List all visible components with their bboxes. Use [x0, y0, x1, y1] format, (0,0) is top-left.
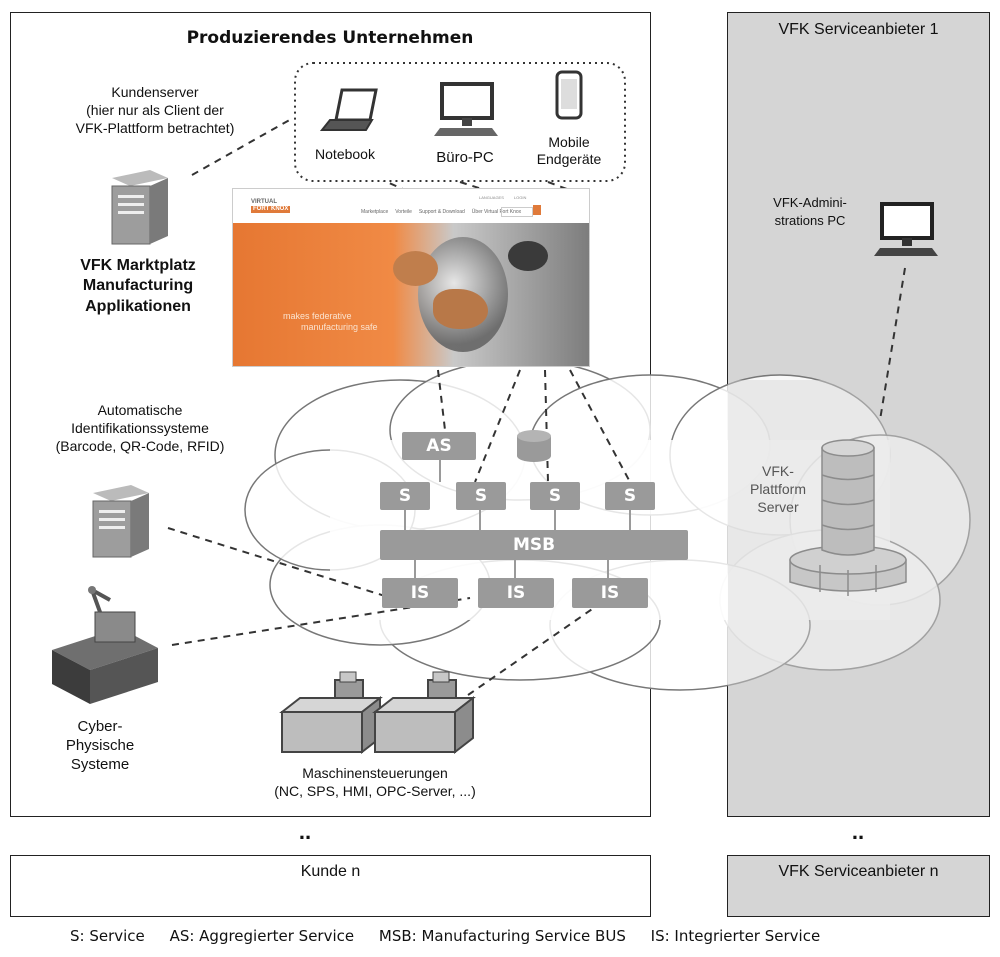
tagline-line-1: makes federative — [283, 311, 352, 321]
notebook-label: Notebook — [315, 146, 375, 162]
ellipsis-right: .. — [851, 819, 865, 844]
enterprise-title: Produzierendes Unternehmen — [186, 28, 474, 48]
notebook-icon — [319, 88, 378, 131]
logo-line-2: FORT KNOX — [251, 206, 291, 213]
customer-n-panel — [10, 855, 651, 917]
nav-vorteile[interactable]: Vorteile — [395, 209, 412, 215]
provider-title: VFK Serviceanbieter 1 — [778, 21, 939, 38]
platform-server-label: VFK- Plattform Server — [749, 463, 806, 516]
msb-bus-box: MSB — [380, 530, 688, 560]
tagline-line-2: manufacturing safe — [301, 322, 378, 332]
legend-integrated: IS: Integrierter Service — [650, 927, 821, 945]
legend-aggregated: AS: Aggregierter Service — [169, 927, 355, 945]
machine-tool-icon — [279, 671, 383, 755]
platform-server-icon — [789, 439, 907, 596]
website-tagline: makes federative manufacturing safe — [283, 311, 378, 333]
customer-server-icon — [111, 170, 168, 245]
mobile-device-icon — [555, 70, 583, 120]
marketplace-label: VFK Marktplatz Manufacturing Applikation… — [80, 257, 196, 315]
mobile-devices-label: Mobile Endgeräte — [536, 134, 602, 167]
website-search-box[interactable] — [501, 207, 533, 217]
aggregated-service-box: AS — [402, 432, 476, 460]
ellipsis-left: .. — [298, 819, 312, 844]
cyber-physical-system-icon — [52, 586, 158, 704]
nav-support[interactable]: Support & Download — [418, 209, 465, 215]
nav-languages[interactable]: LANGUAGES — [479, 195, 504, 200]
office-pc-icon — [434, 82, 498, 136]
provider-n-label: VFK Serviceanbieter n — [778, 863, 939, 880]
machine-tool-icon-2 — [372, 671, 476, 755]
nav-marketplace[interactable]: Marketplace — [361, 209, 389, 215]
customer-server-label: Kundenserver (hier nur als Client der VF… — [75, 84, 235, 136]
service-box-4: S — [605, 482, 655, 510]
website-nav: Marketplace Vorteile Support & Download … — [361, 209, 521, 215]
integrated-service-box-2: IS — [478, 578, 554, 608]
legend: S: Service AS: Aggregierter Service MSB:… — [70, 927, 840, 945]
service-box-3: S — [530, 482, 580, 510]
legend-service: S: Service — [70, 927, 145, 945]
service-box-2: S — [456, 482, 506, 510]
nav-ueber[interactable]: Über Virtual Fort Knox — [471, 209, 522, 215]
admin-pc-label: VFK-Admini- strations PC — [773, 195, 847, 228]
integrated-service-box-3: IS — [572, 578, 648, 608]
office-pc-label: Büro-PC — [436, 149, 494, 166]
auto-id-server-icon — [92, 485, 149, 558]
integrated-service-box-1: IS — [382, 578, 458, 608]
cps-label: Cyber- Physische Systeme — [65, 718, 135, 774]
service-box-1: S — [380, 482, 430, 510]
machines-label: Maschinensteuerungen (NC, SPS, HMI, OPC-… — [274, 765, 476, 799]
customer-n-label: Kunde n — [300, 863, 361, 880]
database-icon — [517, 430, 551, 462]
vfk-logo: VIRTUAL FORT KNOX — [251, 199, 291, 213]
legend-msb: MSB: Manufacturing Service BUS — [378, 927, 626, 945]
provider-n-panel — [727, 855, 990, 917]
nav-login[interactable]: LOGIN — [513, 195, 527, 200]
auto-id-label: Automatische Identifikationssysteme (Bar… — [55, 402, 225, 454]
logo-line-1: VIRTUAL — [251, 199, 277, 205]
vfk-marketplace-screenshot: VIRTUAL FORT KNOX Marketplace Vorteile S… — [232, 188, 590, 367]
admin-pc-icon — [874, 202, 938, 256]
